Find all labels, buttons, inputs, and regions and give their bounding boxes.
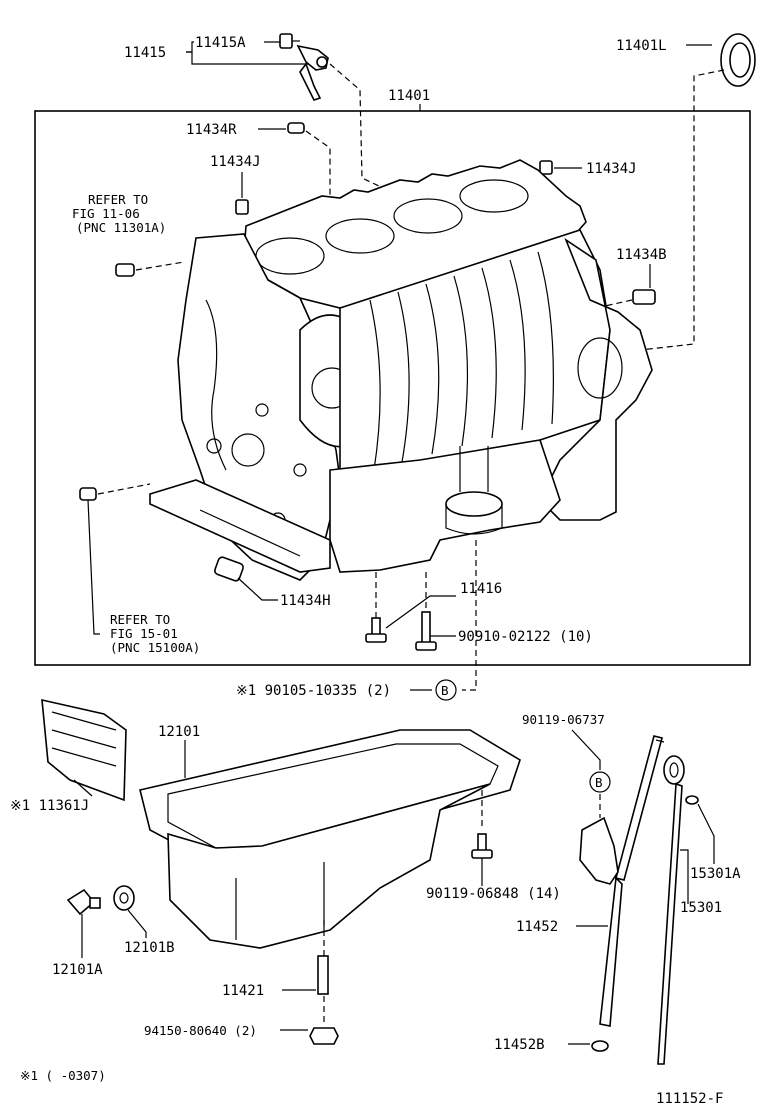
dowel-pin-11434r (287, 122, 305, 134)
label-12101a[interactable]: 12101A (52, 962, 103, 978)
label-94150-80640[interactable]: 94150-80640 (2) (144, 1023, 257, 1038)
label-90119-06737[interactable]: 90119-06737 (522, 712, 605, 727)
label-90105-10335[interactable]: ※1 90105-10335 (2) (236, 683, 391, 699)
gasket-12101b (113, 885, 135, 911)
label-11434r[interactable]: 11434R (186, 122, 237, 138)
label-12101b[interactable]: 12101B (124, 940, 175, 956)
label-11434j-right[interactable]: 11434J (586, 161, 637, 177)
label-11401l[interactable]: 11401L (616, 38, 667, 54)
label-11434h[interactable]: 11434H (280, 593, 331, 609)
marker-b-2: B (589, 771, 611, 793)
dowel-pin-fig-11-06 (115, 263, 135, 277)
bolt-11415a (279, 33, 300, 49)
label-90119-06848[interactable]: 90119-06848 (14) (426, 886, 561, 902)
dipstick-guide-11452 (579, 735, 665, 1027)
label-90910-02122[interactable]: 90910-02122 (10) (458, 629, 593, 645)
reference-fig-11-06: REFER TO FIG 11-06 (PNC 11301A) (72, 192, 166, 235)
svg-text:FIG 11-06: FIG 11-06 (72, 206, 140, 221)
dowel-pin-11434j-left (235, 199, 249, 215)
bolt-90119-06848 (471, 833, 493, 859)
oil-nozzle-11415 (296, 44, 329, 101)
dowel-pin-11434b (632, 289, 656, 305)
svg-text:REFER TO: REFER TO (88, 192, 148, 207)
svg-text:REFER TO: REFER TO (110, 612, 170, 627)
svg-text:B: B (595, 775, 603, 790)
cylinder-block-11401 (149, 159, 653, 581)
baffle-plate-11361j (41, 698, 127, 802)
cylinder-block-frame (34, 110, 751, 666)
label-11421[interactable]: 11421 (222, 983, 264, 999)
dowel-pin-11434j-right (539, 160, 553, 175)
dowel-pin-11434h (214, 556, 244, 582)
bolt-90910-02122 (415, 611, 437, 651)
label-11434b[interactable]: 11434B (616, 247, 667, 263)
label-11415[interactable]: 11415 (124, 45, 166, 61)
label-11415a[interactable]: 11415A (195, 35, 246, 51)
diagram-id: 111152-F (656, 1091, 723, 1107)
bolt-11416 (365, 617, 387, 643)
label-15301a[interactable]: 15301A (690, 866, 741, 882)
label-11452b[interactable]: 11452B (494, 1037, 545, 1053)
nut-94150-80640 (309, 1027, 339, 1045)
o-ring-15301a (685, 795, 699, 805)
marker-b-1: B (435, 679, 457, 701)
label-12101[interactable]: 12101 (158, 724, 200, 740)
svg-text:FIG 15-01: FIG 15-01 (110, 626, 178, 641)
svg-text:(PNC 11301A): (PNC 11301A) (76, 220, 166, 235)
label-11434j-left[interactable]: 11434J (210, 154, 261, 170)
drain-plug-12101a (66, 888, 101, 916)
dowel-pin-fig-15-01 (79, 487, 97, 501)
label-11452[interactable]: 11452 (516, 919, 558, 935)
dipstick-15301 (657, 755, 685, 1065)
footnote-serial-range: ※1 ( -0307) (20, 1068, 106, 1083)
svg-text:(PNC 15100A): (PNC 15100A) (110, 640, 200, 655)
reference-fig-15-01: REFER TO FIG 15-01 (PNC 15100A) (110, 612, 200, 655)
stud-11421 (317, 955, 329, 995)
label-11416[interactable]: 11416 (460, 581, 502, 597)
o-ring-11452b (591, 1040, 609, 1052)
svg-text:B: B (441, 683, 449, 698)
label-11401[interactable]: 11401 (388, 88, 430, 104)
label-15301[interactable]: 15301 (680, 900, 722, 916)
oil-seal-11401l (720, 33, 756, 87)
label-11361j[interactable]: ※1 11361J (10, 798, 89, 814)
oil-pan-12101 (139, 729, 521, 949)
